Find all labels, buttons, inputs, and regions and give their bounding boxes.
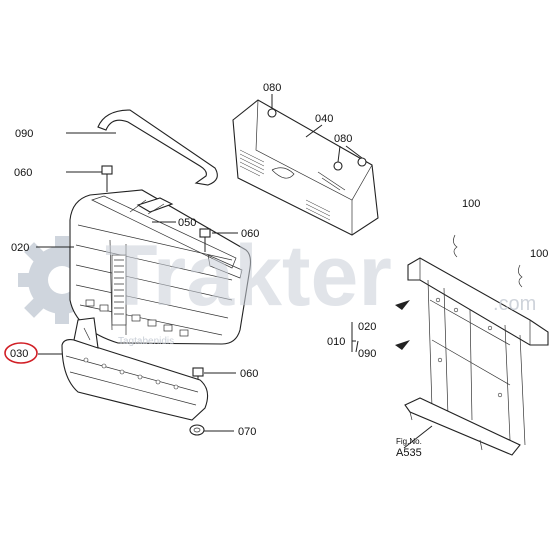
watermark-domain: .com — [493, 293, 536, 315]
label-030: 030 — [10, 348, 28, 360]
rubber-strip-090 — [97, 109, 218, 186]
leader-lines — [36, 94, 433, 449]
fig-no-value: A535 — [396, 447, 422, 459]
label-020-ref: 020 — [358, 321, 376, 333]
label-010: 010 — [327, 336, 345, 348]
lower-apron-030 — [61, 317, 209, 421]
label-080-top: 080 — [263, 82, 281, 94]
label-100-left: 100 — [462, 198, 480, 210]
label-060-lower: 060 — [240, 368, 258, 380]
frame-assembly-100 — [395, 234, 549, 456]
label-090: 090 — [15, 128, 33, 140]
bolt-060-top — [101, 165, 113, 192]
watermark-brand: Trakter — [105, 228, 392, 324]
label-060-right: 060 — [241, 228, 259, 240]
label-050: 050 — [178, 217, 196, 229]
label-090-ref: 090 — [358, 348, 376, 360]
bolt-060-right — [199, 228, 211, 252]
label-040: 040 — [315, 113, 333, 125]
hood-front-panel — [232, 99, 379, 236]
label-100-right: 100 — [530, 248, 548, 260]
label-080-right: 080 — [334, 133, 352, 145]
fig-no-label: Fig.No. — [396, 437, 422, 446]
label-060-top: 060 — [14, 167, 32, 179]
label-070: 070 — [238, 426, 256, 438]
nut-070 — [189, 424, 205, 436]
bracket-050 — [129, 197, 174, 215]
watermark-tagline: Tagtabenidis — [118, 336, 174, 347]
label-020: 020 — [11, 242, 29, 254]
highlight-ring-030 — [4, 342, 38, 364]
bracket-010-ref — [351, 322, 356, 352]
